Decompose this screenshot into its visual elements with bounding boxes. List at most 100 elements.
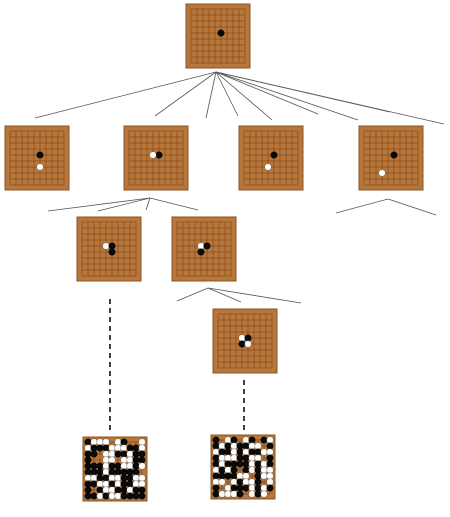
black-stone [138,450,146,458]
black-stone [108,242,116,250]
white-stone [108,456,116,464]
white-stone [242,472,250,480]
white-stone [102,486,110,494]
white-stone [212,466,220,474]
black-stone [90,480,98,488]
white-stone [218,460,226,468]
black-stone [236,448,244,456]
white-stone [266,436,274,444]
white-stone [96,438,104,446]
black-stone [212,484,220,492]
black-stone [217,29,225,37]
black-stone [132,450,140,458]
tree-edge [176,287,209,302]
black-stone [266,454,274,462]
black-stone [203,242,211,250]
white-stone [266,466,274,474]
black-stone [218,472,226,480]
black-stone [248,436,256,444]
black-stone [120,474,128,482]
board-background [171,216,237,282]
board-child-2 [123,125,189,191]
white-stone [90,474,98,482]
black-stone [224,460,232,468]
board-grid [81,221,137,277]
black-stone [138,456,146,464]
white-stone [230,442,238,450]
white-stone [230,454,238,462]
white-stone [138,474,146,482]
black-stone [254,466,262,474]
board-background [4,125,70,191]
black-stone [248,448,256,456]
black-stone [132,456,140,464]
white-stone [108,444,116,452]
white-stone [90,438,98,446]
black-stone [212,472,220,480]
white-stone [126,456,134,464]
white-stone [254,454,262,462]
black-stone [114,450,122,458]
tree-edge [215,71,273,121]
white-stone [102,242,110,250]
tree-boards [4,3,424,502]
white-stone [238,334,246,342]
board-great-grandchild [212,308,278,374]
black-stone [230,460,238,468]
black-stone [242,460,250,468]
black-stone [155,151,163,159]
black-stone [102,474,110,482]
white-stone [242,478,250,486]
white-stone [138,444,146,452]
black-stone [120,450,128,458]
black-stone [84,468,92,476]
white-stone [102,450,110,458]
black-stone [84,492,92,500]
white-stone [102,480,110,488]
white-stone [108,492,116,500]
board-child-1 [4,125,70,191]
black-stone [108,468,116,476]
black-stone [132,486,140,494]
black-stone [230,436,238,444]
black-stone [120,468,128,476]
white-stone [149,151,157,159]
black-stone [120,492,128,500]
white-stone [242,448,250,456]
white-stone [264,163,272,171]
black-stone [138,492,146,500]
board-grid [243,130,299,186]
black-stone [132,444,140,452]
black-stone [126,474,134,482]
black-stone [108,248,116,256]
black-stone [132,492,140,500]
black-stone [236,478,244,486]
black-stone [132,468,140,476]
black-stone [102,492,110,500]
black-stone [236,490,244,498]
black-stone [254,484,262,492]
white-stone [260,460,268,468]
white-stone [138,462,146,470]
white-stone [36,163,44,171]
black-stone [126,480,134,488]
white-stone [260,472,268,480]
white-stone [260,490,268,498]
white-stone [218,454,226,462]
white-stone [132,474,140,482]
tree-edge [145,197,151,211]
white-stone [266,472,274,480]
black-stone [230,466,238,474]
tree-edge [215,71,445,125]
white-stone [197,242,205,250]
tree-edge [47,197,151,212]
black-stone [132,462,140,470]
tree-edge [154,71,217,117]
tree-edge [215,71,239,117]
black-stone [36,151,44,159]
white-stone [114,492,122,500]
black-stone [90,444,98,452]
black-stone [212,454,220,462]
white-stone [138,480,146,488]
white-stone [138,438,146,446]
